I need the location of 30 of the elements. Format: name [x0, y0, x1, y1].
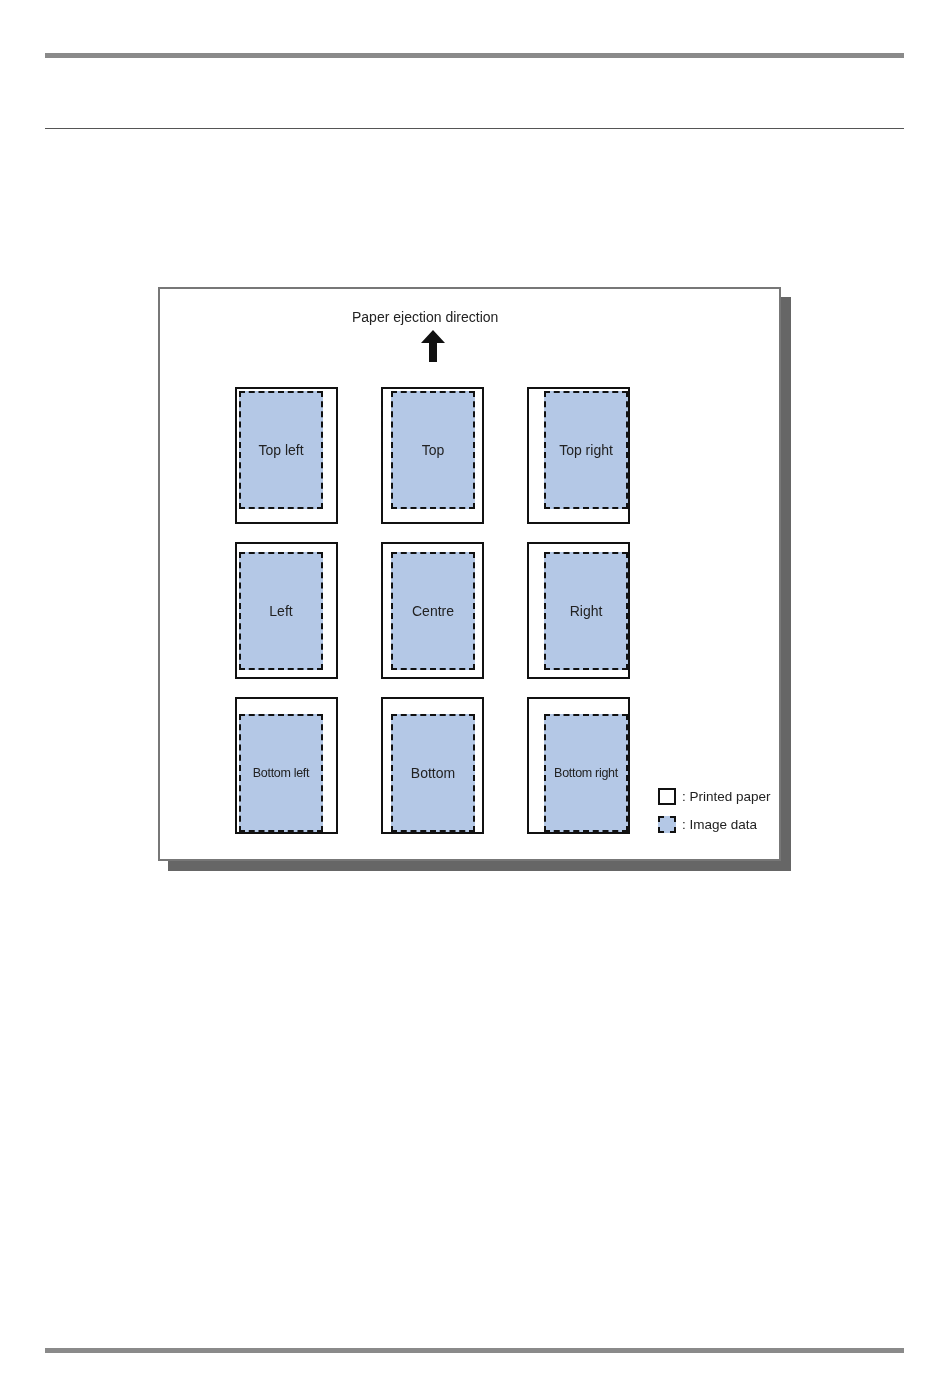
image-data-area	[544, 714, 628, 832]
image-data-area	[544, 552, 628, 670]
printed-paper	[235, 542, 338, 679]
position-label: Top right	[559, 442, 613, 458]
printed-paper	[235, 387, 338, 524]
image-data-area	[391, 391, 475, 509]
image-data-area	[239, 391, 323, 509]
image-data-area	[239, 552, 323, 670]
image-data-area	[391, 714, 475, 832]
position-label: Top	[421, 442, 445, 458]
printed-paper	[527, 697, 630, 834]
direction-label: Paper ejection direction	[352, 309, 499, 325]
legend-text: : Printed paper	[682, 789, 771, 804]
position-label: Left	[269, 603, 293, 619]
legend-text: : Image data	[682, 817, 758, 832]
position-label: Bottom right	[554, 766, 618, 780]
position-label: Bottom left	[252, 766, 310, 780]
image-data-area	[544, 391, 628, 509]
position-label: Right	[569, 603, 603, 619]
printed-paper	[381, 697, 484, 834]
position-label: Top left	[258, 442, 304, 458]
image-data-area	[239, 714, 323, 832]
position-label: Centre	[412, 603, 454, 619]
printed-paper	[235, 697, 338, 834]
printed-paper	[381, 387, 484, 524]
position-label: Bottom	[410, 765, 456, 781]
image-data-area	[391, 552, 475, 670]
printed-paper	[527, 542, 630, 679]
printed-paper	[527, 387, 630, 524]
printed-paper	[381, 542, 484, 679]
